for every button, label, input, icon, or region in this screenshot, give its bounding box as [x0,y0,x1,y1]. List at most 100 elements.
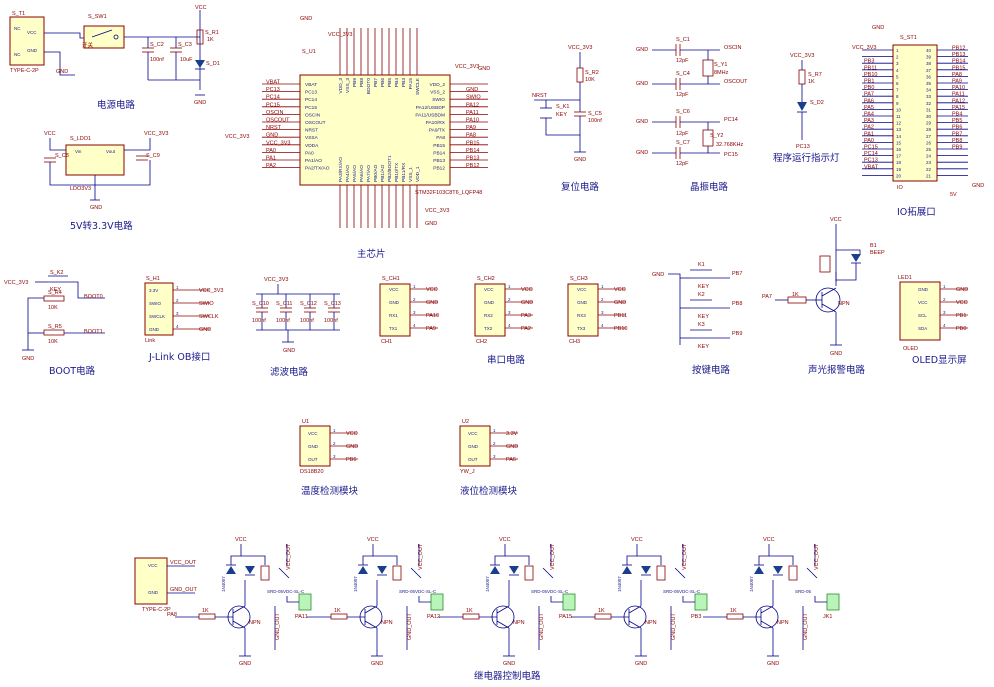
b1-beep: BEEP [870,250,885,256]
io-right-num: 25 [926,147,932,152]
io-gnd-top: GND [872,25,884,31]
pc15-net: PC15 [724,152,738,158]
io-right-net: PB15 [952,65,965,71]
c6-ref: S_C6 [676,109,690,115]
oled-module [899,281,941,341]
c8-ref: S_C8 [55,153,69,159]
uart-ref: S_CH1 [382,276,400,282]
boot0-net: BOOT0 [84,294,103,300]
relay-output-net: JK1 [823,614,832,620]
relay-vcc-out: VCC_OUT [286,543,292,570]
relay-part: SRD-05VDC-SL-C [267,589,305,594]
c4-val: 12pF [676,92,689,98]
io-left-num: 8 [896,94,899,99]
io-left-net: VBAT [864,164,879,170]
io-left-num: 20 [896,173,902,178]
mcu-top-pin: BOOT0 [366,78,372,95]
relay-gnd-out: GND_OUT [170,587,198,593]
relay-diode: 1N4007 [353,576,358,592]
mcu-right-pin: PB12 [433,166,445,172]
level-net: GND [506,444,518,450]
io-left-net: PB10 [864,72,877,78]
mcu-top-pin: PB9 [352,78,358,87]
relay-vcc-out: VCC_OUT [682,543,688,570]
mcu-left-pin: PA2/TX/AO [305,166,330,172]
r2-val: 10K [585,77,595,83]
y2-ref: S_Y2 [710,133,723,139]
relay-part: SRD-05VDC-SL-C [663,589,701,594]
c3-ref: S_C3 [178,42,192,48]
uart-num: 1 [601,284,604,289]
caption-keys: 按键电路 [692,364,731,376]
key-net: PB7 [732,271,742,277]
mcu-vcc-bottom: VCC_3V3 [425,208,449,214]
crystal-cap-c6: GND S_C6 12pF [636,109,720,137]
io-right-num: 40 [926,48,932,53]
uart-num: 3 [601,310,604,315]
uart-part: CH1 [381,339,392,345]
b1-ref: B1 [870,243,877,249]
mcu-right-net: PA11 [466,110,479,116]
relay-gnd-out: GND_OUT [407,612,413,640]
oled-num: 4 [943,323,946,328]
oled-net: GND [956,287,968,293]
crystal-cap-c4: GND S_C4 12pF [636,71,720,98]
y2-val: 32.768KHz [716,142,743,148]
c1-ref: S_C1 [676,37,690,43]
relay-r: 1K [730,608,737,614]
mcu-chip [299,74,451,186]
y1-val: 8MHz [714,70,729,76]
filter-gnd: GND [283,348,295,354]
io-right-net: PA10 [952,85,965,91]
caption-crystal: 晶振电路 [690,181,729,193]
io-right-num: 33 [926,94,932,99]
jlink-header [144,282,174,336]
relay-gnd-out: GND_OUT [275,612,281,640]
io-right-net: PA15 [952,105,965,111]
relay-output-connector [430,593,444,611]
oled-num: 1 [943,284,946,289]
relay-r: 1K [466,608,473,614]
alarm-vcc: VCC [830,217,842,223]
uart-pin: GND [389,300,400,305]
relay-output-net: PA15 [559,614,572,620]
relay-vcc: VCC [631,537,643,543]
relay-vcc: VCC [235,537,247,543]
mcu-right-pin: VDD_2 [430,82,446,88]
mcu-right-net: PB14 [466,148,479,154]
filter-cap-val: 100nf [300,318,314,324]
io-right-net: PA11 [952,92,965,98]
relay-part: SRD-05 [795,589,812,594]
oscin-net: OSCIN [724,45,741,51]
io-left-num: 3 [896,61,899,66]
relay-gnd-out: GND_OUT [671,612,677,640]
temp-net: GND [346,444,358,450]
relay-diode: 1N4007 [617,576,622,592]
io-right-net: PA9 [952,79,962,85]
io-left-net: PB11 [864,65,877,71]
uart-net: GND [426,300,438,306]
mcu-left-pin: VBAT [305,82,317,88]
jlink-net: SWIO [199,301,214,307]
io-left-num: 6 [896,81,899,86]
io-left-num: 1 [896,48,899,53]
mcu-top-pin: PA15 [408,78,414,90]
filter-cap-ref: S_C11 [276,301,292,307]
c7-ref: S_C7 [676,140,690,146]
mcu-left-net: OSCOUT [266,118,290,124]
relay-gnd: GND [503,661,515,667]
temp-num: 3 [333,454,336,459]
mcu-part: STM32F103C8T6_LQFP48 [415,190,482,196]
uart-num: 3 [508,310,511,315]
level-net: PA6 [506,457,516,463]
level-num: 1 [493,428,496,433]
key-net: PB9 [732,331,742,337]
uart-pin: GND [484,300,495,305]
io-left-net: PA6 [864,98,874,104]
mcu-right-net: PB15 [466,140,479,146]
filter-cap-ref: S_C12 [300,301,317,307]
uart-net: PA3 [521,313,531,319]
